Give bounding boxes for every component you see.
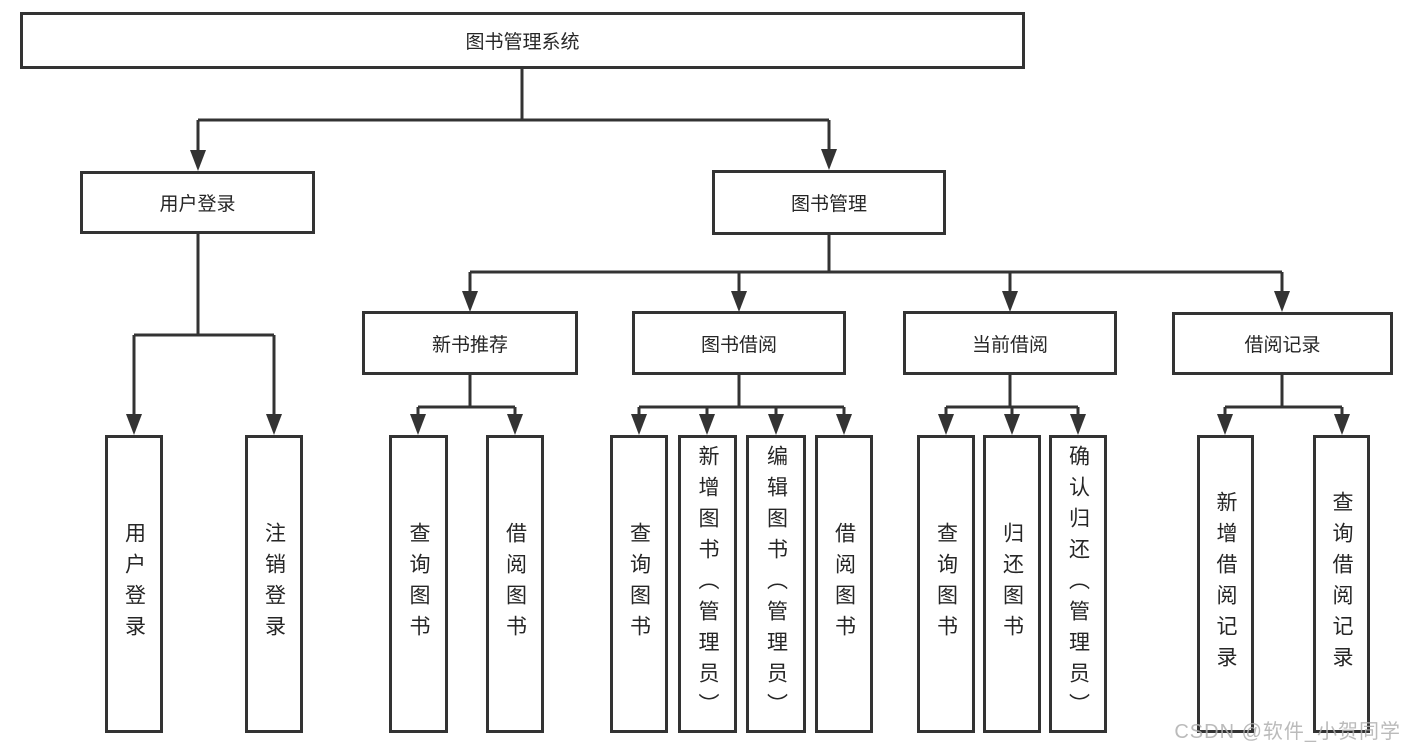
node-root-library-system: 图书管理系统 (20, 12, 1025, 69)
node-book-mgmt-branch: 图书管理 (712, 170, 946, 235)
leaf-br-add-record: 新增借阅记录 (1197, 435, 1254, 733)
connector-user-login-to-leaves (126, 233, 282, 435)
node-book-mgmt-branch-label: 图书管理 (790, 194, 867, 215)
csdn-watermark: CSDN @软件_小贺同学 (1174, 721, 1401, 743)
connector-book-borrow-to-leaves (631, 375, 852, 435)
leaf-bb-query-book-label: 查询图书 (627, 522, 651, 646)
leaf-rec-borrow-book-label: 借阅图书 (503, 522, 527, 646)
leaf-bb-add-book-admin: 新增图书（管理员） (678, 435, 737, 733)
node-current-borrow-label: 当前借阅 (971, 334, 1048, 356)
leaf-rec-borrow-book: 借阅图书 (486, 435, 544, 733)
leaf-rec-query-book-label: 查询图书 (407, 522, 430, 646)
leaf-cb-return-book-label: 归还图书 (1000, 522, 1024, 646)
node-book-borrow: 图书借阅 (632, 311, 846, 375)
leaf-bb-edit-book-admin-label: 编辑图书（管理员） (764, 444, 788, 724)
node-current-borrow: 当前借阅 (903, 311, 1117, 375)
node-user-login-branch: 用户登录 (80, 171, 315, 234)
node-root-label: 图书管理系统 (465, 32, 580, 53)
leaf-logout: 注销登录 (245, 435, 303, 733)
leaf-user-login-label: 用户登录 (122, 522, 146, 646)
leaf-bb-edit-book-admin: 编辑图书（管理员） (746, 435, 806, 733)
leaf-bb-borrow-book-label: 借阅图书 (832, 522, 856, 646)
leaf-cb-query-book: 查询图书 (917, 435, 975, 733)
leaf-bb-borrow-book: 借阅图书 (815, 435, 873, 733)
leaf-cb-return-book: 归还图书 (983, 435, 1041, 733)
leaf-bb-query-book: 查询图书 (610, 435, 668, 733)
leaf-user-login: 用户登录 (105, 435, 163, 733)
leaf-cb-confirm-return-admin-label: 确认归还（管理员） (1066, 444, 1090, 724)
connector-book-mgmt-to-groups (462, 234, 1290, 312)
node-new-book-rec-label: 新书推荐 (431, 334, 508, 356)
leaf-cb-confirm-return-admin: 确认归还（管理员） (1049, 435, 1107, 733)
connector-new-book-rec-to-leaves (410, 375, 523, 435)
leaf-br-query-record: 查询借阅记录 (1313, 435, 1370, 733)
leaf-bb-add-book-admin-label: 新增图书（管理员） (696, 444, 719, 724)
connector-borrow-records-to-leaves (1217, 375, 1350, 435)
leaf-rec-query-book: 查询图书 (389, 435, 448, 733)
node-book-borrow-label: 图书借阅 (700, 334, 777, 356)
leaf-br-query-record-label: 查询借阅记录 (1330, 491, 1353, 677)
node-user-login-branch-label: 用户登录 (159, 194, 236, 215)
node-borrow-records: 借阅记录 (1172, 312, 1393, 375)
connector-root-to-branches (190, 68, 837, 171)
node-borrow-records-label: 借阅记录 (1244, 335, 1321, 356)
leaf-br-add-record-label: 新增借阅记录 (1214, 491, 1237, 677)
leaf-cb-query-book-label: 查询图书 (934, 522, 958, 646)
connector-current-borrow-to-leaves (938, 375, 1086, 435)
leaf-logout-label: 注销登录 (262, 522, 286, 646)
node-new-book-rec: 新书推荐 (362, 311, 578, 375)
